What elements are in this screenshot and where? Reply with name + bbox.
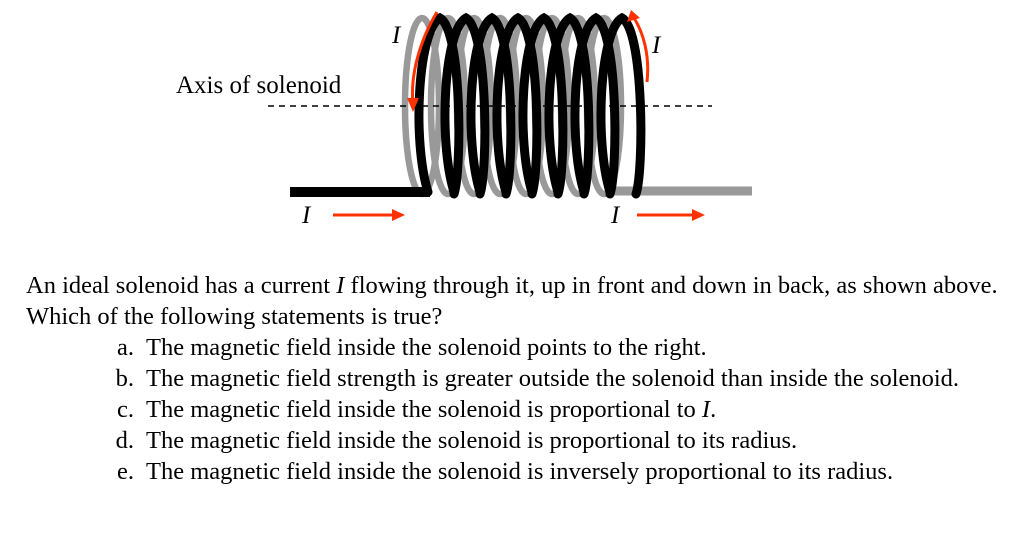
current-arrows xyxy=(333,10,705,221)
choice-e[interactable]: e. The magnetic field inside the solenoi… xyxy=(26,456,1021,487)
current-label-back: I xyxy=(392,22,401,49)
answer-choices: a. The magnetic field inside the solenoi… xyxy=(26,332,1021,487)
choice-c-current-symbol: I xyxy=(701,396,711,423)
solenoid-svg xyxy=(268,10,752,221)
choice-text: The magnetic field inside the solenoid i… xyxy=(146,394,1021,425)
current-label-output: I xyxy=(611,202,620,229)
choice-text: The magnetic field inside the solenoid p… xyxy=(146,334,707,361)
back-current-arrow xyxy=(410,11,439,105)
choice-letter: d. xyxy=(115,427,134,454)
stem-current-symbol: I xyxy=(336,272,345,299)
choice-b[interactable]: b. The magnetic field strength is greate… xyxy=(26,363,1021,394)
choice-letter: b. xyxy=(115,365,134,392)
front-wire-loops xyxy=(414,12,646,199)
choice-letter: a. xyxy=(117,334,134,361)
front-current-arrow xyxy=(632,17,650,83)
choice-text: The magnetic field strength is greater o… xyxy=(146,365,960,392)
question-stem: An ideal solenoid has a current I flowin… xyxy=(26,270,1021,332)
stem-part-1: An ideal solenoid has a current xyxy=(26,272,337,299)
current-label-input: I xyxy=(302,202,311,229)
output-current-arrowhead xyxy=(692,209,705,221)
choice-text: The magnetic field inside the solenoid i… xyxy=(146,458,894,485)
stem-part-2: flowing through it, up in front and down… xyxy=(26,272,998,330)
choice-a[interactable]: a. The magnetic field inside the solenoi… xyxy=(26,332,1021,363)
choice-c[interactable]: c. The magnetic field inside the solenoi… xyxy=(26,394,1021,425)
choice-text: The magnetic field inside the solenoid i… xyxy=(146,427,798,454)
input-current-arrowhead xyxy=(392,209,405,221)
choice-c-part-1: The magnetic field inside the solenoid i… xyxy=(146,396,702,423)
front-current-arrowhead xyxy=(627,10,640,22)
axis-label: Axis of solenoid xyxy=(176,72,342,99)
solenoid-diagram: Axis of solenoid I I I I xyxy=(0,0,1024,260)
current-label-front: I xyxy=(652,32,661,59)
choice-c-part-3: . xyxy=(710,396,717,423)
question-block: An ideal solenoid has a current I flowin… xyxy=(26,270,1021,487)
choice-d[interactable]: d. The magnetic field inside the solenoi… xyxy=(26,425,1021,456)
back-current-arrowhead xyxy=(407,98,419,112)
choice-letter: c. xyxy=(117,396,134,423)
choice-letter: e. xyxy=(117,458,134,485)
